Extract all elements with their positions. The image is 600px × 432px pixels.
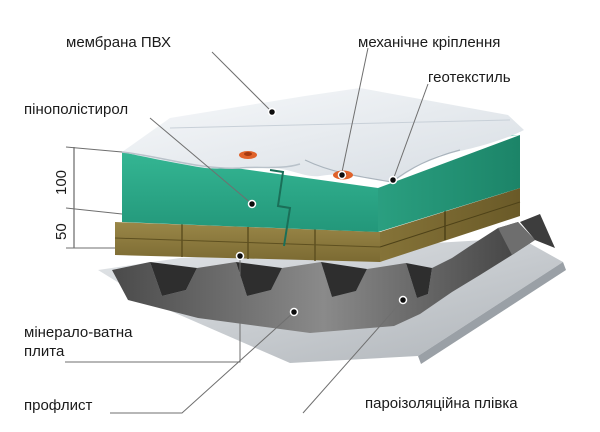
geotextile-dot xyxy=(388,175,398,185)
label-profiled-sheet: профлист xyxy=(24,397,92,414)
mineral-wool-layer xyxy=(114,188,521,262)
leader-dots xyxy=(235,107,408,317)
membrane-leader xyxy=(211,51,273,113)
vapor-barrier-dot xyxy=(398,295,408,305)
profiled-sheet-layer xyxy=(112,214,555,333)
dimension-markers: 100 50 xyxy=(53,146,123,249)
polystyrene-leader xyxy=(149,117,253,205)
leader-lines xyxy=(65,47,429,414)
dimension-50: 50 xyxy=(53,223,70,240)
geotextile-leader xyxy=(392,83,429,181)
callout-labels: мембрана ПВХ механічне кріплення геотекс… xyxy=(24,34,518,414)
mineral-wool-dot xyxy=(235,251,245,261)
label-mechanical-fastening: механічне кріплення xyxy=(358,34,500,51)
mineral-wool-leader xyxy=(65,256,241,363)
label-membrane: мембрана ПВХ xyxy=(66,34,171,51)
label-geotextile: геотекстиль xyxy=(428,69,511,86)
fastening-leader xyxy=(341,47,369,173)
polystyrene-dot xyxy=(247,199,257,209)
fastener-screw xyxy=(244,152,252,156)
label-mineral-wool-line1: мінерало-ватна xyxy=(24,324,133,341)
label-vapor-barrier: пароізоляційна плівка xyxy=(365,395,518,412)
profiled-sheet-leader xyxy=(110,311,295,414)
dimension-100: 100 xyxy=(53,170,70,195)
vapor-barrier-leader xyxy=(302,299,404,414)
label-mineral-wool-line2: плита xyxy=(24,343,65,360)
label-polystyrene: пінополістирол xyxy=(24,101,128,118)
membrane-dot xyxy=(267,107,277,117)
profiled-sheet-dot xyxy=(289,307,299,317)
fastening-dot xyxy=(337,170,347,180)
